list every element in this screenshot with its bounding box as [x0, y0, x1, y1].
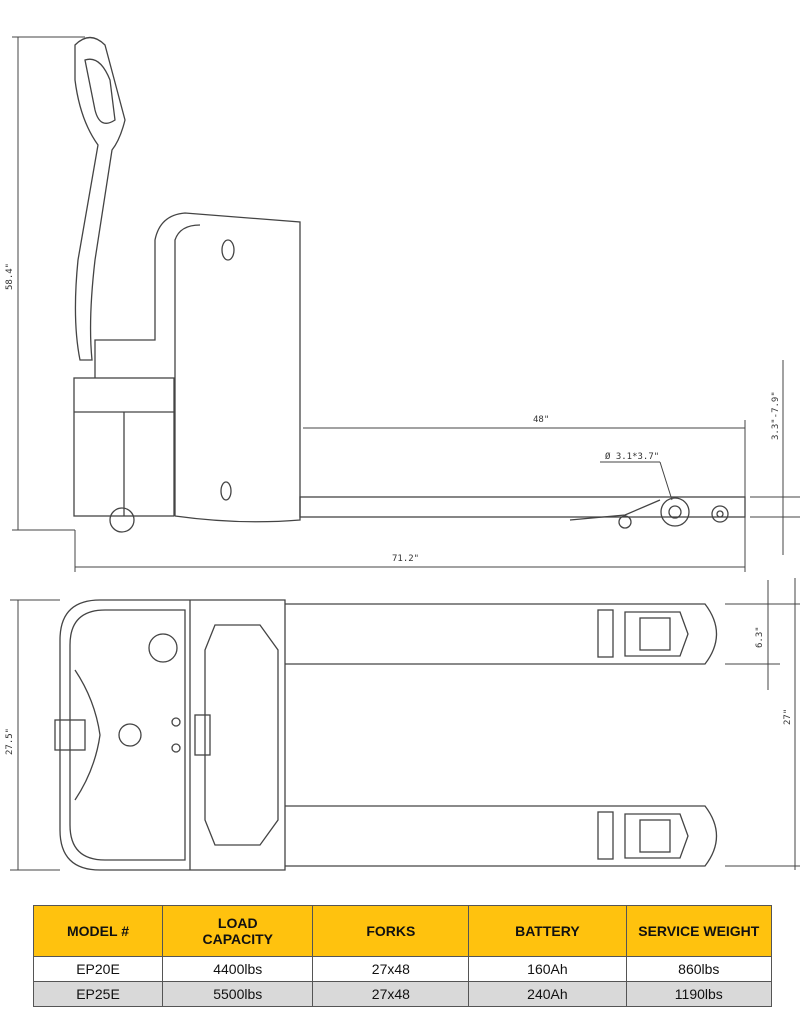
header-model: MODEL # — [33, 905, 163, 957]
cell: 240Ah — [468, 981, 627, 1007]
lift-range-label: 3.3"-7.9" — [771, 391, 781, 440]
pallet-truck-drawing: 58.4" 48" Ø 3.1*3.7" 3.3"-7.9" 71.2" 27.… — [5, 36, 800, 871]
fork-spread-label: 27" — [783, 709, 793, 725]
side-view — [73, 36, 746, 533]
dimension-lines — [10, 36, 800, 871]
cell: 27x48 — [312, 956, 470, 982]
cell: 4400lbs — [161, 956, 314, 982]
fork-side — [299, 496, 746, 518]
header-service-weight: SERVICE WEIGHT — [625, 905, 773, 957]
overall-height-label: 58.4" — [5, 263, 15, 290]
table-header: MODEL # LOAD CAPACITY FORKS BATTERY SERV… — [33, 905, 773, 957]
drive-wheel — [109, 507, 135, 533]
cell: 27x48 — [312, 981, 470, 1007]
top-view — [54, 599, 718, 871]
handle — [74, 36, 126, 361]
wheel-size-label: Ø 3.1*3.7" — [605, 451, 659, 462]
fork-width-label: 6.3" — [755, 626, 765, 648]
cell: 1190lbs — [625, 981, 773, 1007]
cell: EP20E — [33, 956, 163, 982]
header-battery: BATTERY — [468, 905, 627, 957]
cell: EP25E — [33, 981, 163, 1007]
header-forks: FORKS — [312, 905, 470, 957]
table-row: EP25E 5500lbs 27x48 240Ah 1190lbs — [33, 981, 773, 1007]
fork-length-label: 48" — [533, 415, 549, 425]
cell: 160Ah — [468, 956, 627, 982]
table-row: EP20E 4400lbs 27x48 160Ah 860lbs — [33, 956, 773, 982]
cell: 5500lbs — [161, 981, 314, 1007]
fork-bottom — [285, 805, 718, 867]
spec-table: MODEL # LOAD CAPACITY FORKS BATTERY SERV… — [33, 905, 773, 1007]
overall-length-label: 71.2" — [392, 554, 419, 564]
header-load-capacity: LOAD CAPACITY — [161, 905, 314, 957]
fork-top — [285, 603, 718, 665]
cell: 860lbs — [625, 956, 773, 982]
load-wheel — [660, 497, 690, 527]
overall-width-label: 27.5" — [5, 728, 15, 755]
